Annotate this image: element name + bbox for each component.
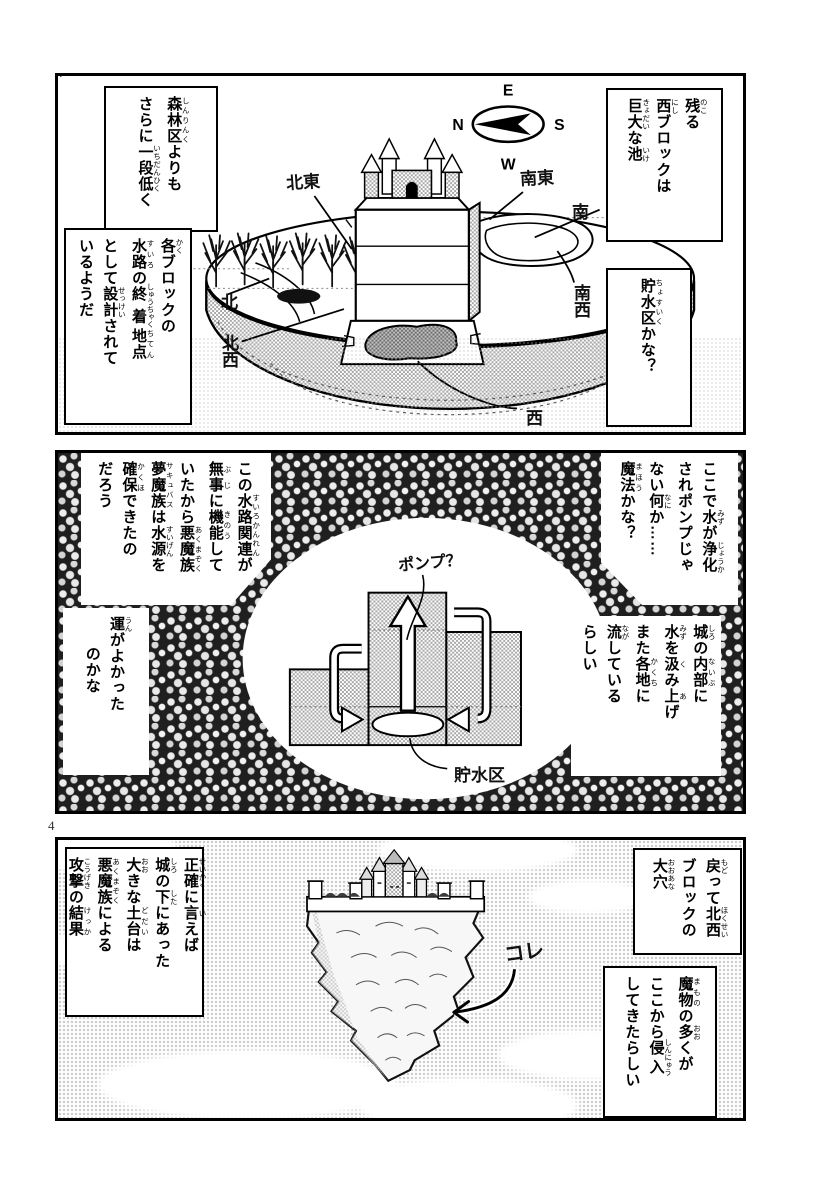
rock-texture-strokes (336, 921, 453, 1061)
tier-arc-1 (217, 321, 681, 401)
compass-right: S (554, 117, 564, 134)
cloud (98, 1050, 398, 1118)
bubble-text-waterway-functioning: この水路関連すいろかんれんが無事ぶじに機能きのうしていたから悪魔族あくまぞく夢魔… (96, 461, 261, 573)
flow-arrow-left (329, 643, 365, 734)
bubble-text-reservoir-question: 貯水区ちょすいくかな？ (638, 278, 664, 374)
bubble-text-forest-district-lower: 森林区しんりんくよりもさらに一段低いちだんひくく (136, 96, 191, 208)
speech-bubble: 正確せいかくに言いえば城しろの下したにあった大おおきな土台どだいは悪魔族あくまぞ… (65, 847, 207, 1017)
channel-inner-ring (484, 222, 579, 262)
speech-bubble: 魔物まものの多おおくがここから侵入しんにゅうしてきたらしい (603, 966, 717, 1118)
speech-bubble: 各かくブロックの水路すいろの終着しゅうちゃく地点ちてんとして設計せっけいされてい… (64, 228, 192, 425)
pump-up-arrow (388, 594, 428, 712)
direction-label-west: 西 (526, 409, 543, 428)
panel-castle-overview: E N S W 北東 南東 南 南西 西 北 北西 森林区しんりんくよりもさらに… (55, 73, 746, 435)
speech-bubble: 森林区しんりんくよりもさらに一段低いちだんひくく (104, 86, 218, 232)
kore-arrow (452, 968, 519, 1024)
reservoir-ellipse (371, 711, 445, 738)
direction-label-northeast: 北東 (285, 171, 321, 194)
kore-annotation: コレ (503, 939, 546, 967)
compass-icon: E N S W (452, 83, 564, 174)
compass-left: N (452, 117, 463, 134)
island-shading (309, 900, 389, 1081)
keep-right-face (467, 201, 481, 323)
speech-bubble: この水路関連すいろかんれんが無事ぶじに機能きのうしていたから悪魔族あくまぞく夢魔… (81, 453, 271, 605)
speech-bubble: ここで水みずが浄化じょうかされポンプじゃない何なにか……魔法まほうかな？ (601, 453, 738, 605)
label-connectors (227, 191, 600, 410)
bubble-text-lucky-maybe: 運うんがよかったのかな (83, 616, 134, 712)
pond (364, 323, 458, 361)
cloud (528, 880, 648, 914)
reservoir-label: 貯水区 (454, 766, 505, 785)
direction-label-north: 北 (221, 293, 238, 312)
bubble-text-west-block-pond: 残のこる西にしブロックは巨大きょだいな池いけ (625, 98, 709, 194)
alcove-notches (341, 332, 483, 348)
cloud (358, 1078, 578, 1118)
bubble-text-waterway-terminus: 各かくブロックの水路すいろの終着しゅうちゃく地点ちてんとして設計せっけいされてい… (76, 238, 184, 366)
compass-top: E (503, 83, 513, 100)
direction-label-south: 南 (572, 203, 589, 222)
keep-front-face (354, 208, 470, 322)
speech-bubble: 運うんがよかったのかな (63, 608, 149, 775)
surface-hole (277, 288, 321, 304)
vegetation-left (324, 892, 360, 897)
speech-bubble: 城しろの内部ないぶに水みずを汲くみ上あげまた各地かくちに流ながしているらしい (571, 616, 721, 776)
pump-label-connector (406, 574, 425, 641)
island-castle (358, 848, 430, 898)
bubble-text-monsters-invaded: 魔物まものの多おおくがここから侵入しんにゅうしてきたらしい (623, 976, 702, 1088)
left-channel-edge-1 (255, 262, 316, 315)
panel-floating-island: コレ 戻もどって北西ほくせいブロックの大穴おおあな 魔物まものの多おおくがここか… (55, 837, 746, 1121)
direction-label-southwest: 南西 (571, 284, 590, 318)
speech-bubble: 貯水区ちょすいくかな？ (606, 268, 692, 427)
bubble-text-castle-interior-pumping: 城しろの内部ないぶに水みずを汲くみ上あげまた各地かくちに流ながしているらしい (580, 624, 717, 720)
keep-top-face (353, 196, 472, 211)
compass-bottom: W (501, 156, 516, 173)
keep-band-lines (355, 245, 469, 286)
bubble-text-attack-result: 正確せいかくに言いえば城しろの下したにあった大おおきな土台どだいは悪魔族あくまぞ… (66, 857, 207, 969)
vegetation-right (426, 892, 450, 897)
base-side-wall (205, 280, 696, 411)
speech-bubble: 戻もどって北西ほくせいブロックの大穴おおあな (633, 848, 742, 955)
speech-bubble: 残のこる西にしブロックは巨大きょだいな池いけ (606, 88, 723, 242)
bubble-text-water-purified-here: ここで水みずが浄化じょうかされポンプじゃない何なにか……魔法まほうかな？ (618, 461, 726, 573)
panel-pump-diagram: ポンプ？ 貯水区 ここで水みずが浄化じょうかされポンプじゃない何なにか……魔法ま… (55, 450, 746, 814)
flow-arrow-right (446, 607, 492, 734)
direction-label-northwest: 北西 (219, 334, 238, 368)
bubble-text-northwest-big-hole: 戻もどって北西ほくせいブロックの大穴おおあな (650, 858, 729, 938)
floating-island-art (305, 848, 519, 1083)
pump-diagram-art (242, 517, 609, 800)
castle-overview-art: E N S W (59, 76, 696, 416)
castle-miniature (360, 137, 464, 199)
direction-label-southeast: 南東 (519, 168, 555, 189)
island-wall (306, 895, 486, 913)
page-number: 4 (48, 818, 55, 833)
reservoir-label-connector (409, 738, 448, 770)
